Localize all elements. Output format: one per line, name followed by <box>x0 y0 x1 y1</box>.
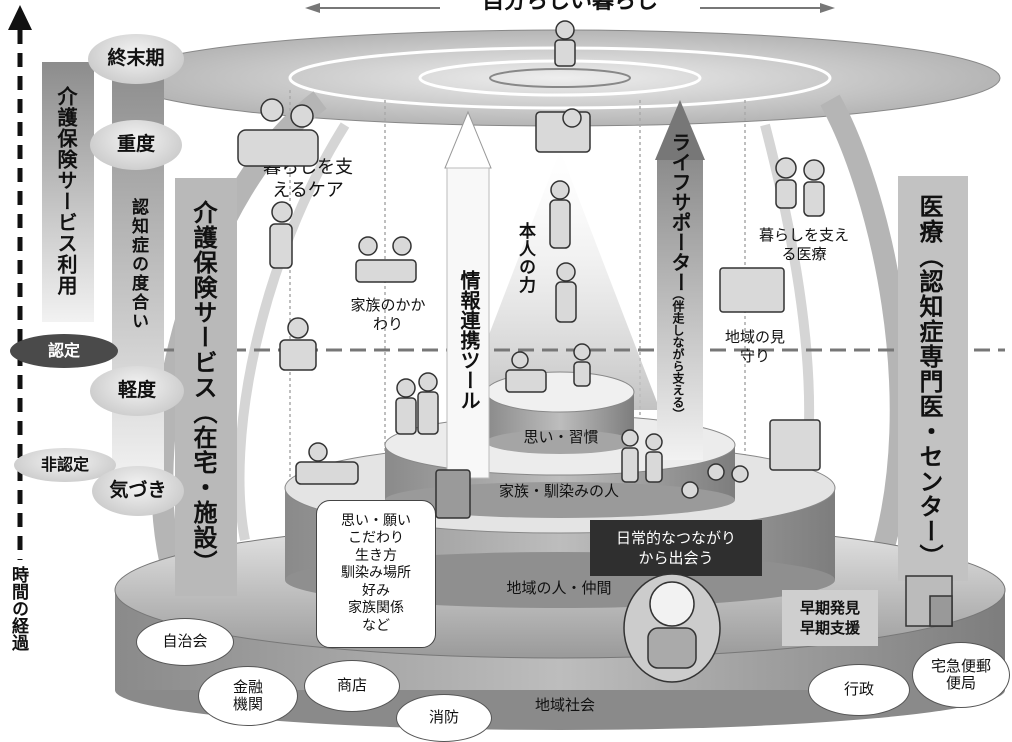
stage-certified: 認定 <box>10 334 118 368</box>
early-support: 早期支援 <box>799 619 860 637</box>
stage-severe: 重度 <box>90 120 182 170</box>
tier-family-familiar: 家族・馴染みの人 <box>498 482 619 500</box>
org-delivery: 宅急便郵便局 <box>912 642 1010 708</box>
org-government: 行政 <box>808 664 910 716</box>
org-finance: 金融機関 <box>198 666 298 726</box>
info-item: 生き方 <box>355 547 397 564</box>
dementia-degree-label: 認知症の度合い <box>128 198 148 331</box>
medical-label: 医療（認知症専門医・センター） <box>915 194 943 569</box>
early-detection: 早期発見 <box>799 598 860 617</box>
info-item: 思い・願い <box>341 512 411 529</box>
early-support-box: 早期発見 早期支援 <box>782 590 878 646</box>
medical-support-label: 暮らしを支える医療 <box>758 226 849 263</box>
time-axis-label: 時間の経過 <box>8 566 28 651</box>
care-insurance-service-label: 介護保険サービス（在宅・施設） <box>189 200 217 575</box>
org-finance-label: 金融機関 <box>232 677 263 713</box>
info-item: 家族関係 <box>348 600 404 617</box>
org-delivery-label: 宅急便郵便局 <box>930 656 991 692</box>
life-supporter-sub-label: （伴走しながら支える） <box>671 288 685 420</box>
care-insurance-use-label: 介護保険サービス利用 <box>54 86 78 296</box>
daily-connection-box: 日常的なつながりから出会う <box>590 520 762 576</box>
stage-awareness: 気づき <box>92 466 184 516</box>
own-power-label: 本人の力 <box>515 222 535 294</box>
family-involvement-label: 家族のかかわり <box>350 296 426 333</box>
community-watch-label: 地域の見守り <box>724 328 785 365</box>
info-item: こだわり <box>348 530 404 547</box>
org-residents-assoc: 自治会 <box>136 618 234 666</box>
info-items-box: 思い・願い こだわり 生き方 馴染み場所 好み 家族関係 など <box>316 500 436 648</box>
title-top: 自分らしい暮らし <box>440 0 700 16</box>
stage-terminal: 終末期 <box>88 34 184 84</box>
daily-connection-text: 日常的なつながりから出会う <box>616 528 737 567</box>
care-support-label: 暮らしを支えるケア <box>263 157 353 201</box>
tier-thoughts-habits: 思い・習慣 <box>523 428 599 446</box>
info-item: 馴染み場所 <box>341 565 411 582</box>
org-shops: 商店 <box>304 660 400 712</box>
info-tool-label: 情報連携ツール <box>457 270 481 410</box>
tier-community-people: 地域の人・仲間 <box>506 579 612 597</box>
tier-society: 地域社会 <box>534 696 595 714</box>
life-supporter-label: ライフサポーター <box>668 132 692 292</box>
info-item: 好み <box>362 582 390 599</box>
info-item: など <box>362 617 390 634</box>
stage-mild: 軽度 <box>90 366 184 416</box>
org-fire: 消防 <box>396 694 492 742</box>
